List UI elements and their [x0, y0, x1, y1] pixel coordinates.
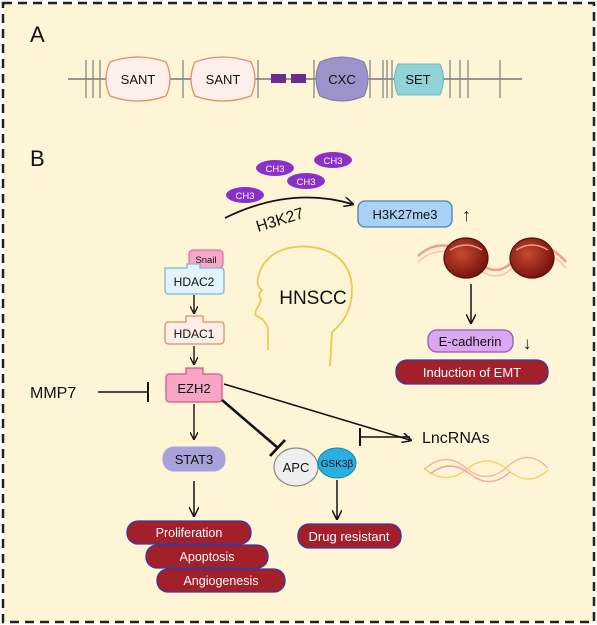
ch3-group-3: [287, 173, 325, 189]
apoptosis-node: [145, 544, 269, 569]
linker-box-1: [271, 74, 286, 83]
drug-resistant-node: [297, 523, 402, 549]
ch3-group-4-label: CH3: [323, 156, 342, 167]
hdac2-label: HDAC2: [174, 275, 215, 289]
snail-label: Snail: [195, 255, 216, 266]
hdac1-node: [164, 315, 225, 345]
nucleosome-pair: [417, 237, 567, 279]
ch3-group-2-label: CH3: [265, 164, 284, 175]
hdac1-label: HDAC1: [174, 327, 215, 341]
ezh2-label: EZH2: [177, 381, 210, 396]
gsk3b-label: GSK3β: [321, 459, 354, 470]
cxc-domain-label: CXC: [328, 72, 355, 87]
sant-domain-1: [105, 56, 171, 102]
gsk3b-node: [317, 447, 357, 479]
ch3-group-3-label: CH3: [296, 177, 315, 188]
ch3-group-4: [314, 152, 352, 168]
panel-a-label: A: [30, 22, 45, 47]
apc-label: APC: [283, 460, 310, 475]
drug-resistant-label: Drug resistant: [309, 529, 390, 544]
methylation-arrow: [224, 196, 352, 219]
ch3-group-1: [226, 187, 264, 203]
angiogenesis-label: Angiogenesis: [183, 574, 258, 588]
sant-domain-2-label: SANT: [206, 72, 241, 87]
sant-domain-2: [190, 56, 256, 102]
apoptosis-label: Apoptosis: [180, 550, 235, 564]
domain-ticks: [85, 60, 501, 98]
emt-label: Induction of EMT: [423, 365, 521, 380]
ezh2-inhibits-apc-bar: [269, 439, 286, 457]
h3k27me3-up-arrow: ↑: [462, 205, 471, 225]
linker-box-2: [291, 74, 306, 83]
ecadherin-node: [427, 329, 514, 353]
proliferation-label: Proliferation: [156, 526, 223, 540]
mmp7-label: MMP7: [30, 385, 76, 402]
set-domain-label: SET: [405, 72, 430, 87]
sant-domain-1-label: SANT: [121, 72, 156, 87]
lncrnas-label: LncRNAs: [422, 430, 490, 447]
ezh2-to-lncrnas-arrow: [223, 383, 410, 440]
proliferation-node: [126, 520, 252, 545]
h3k27me3-node: [357, 200, 453, 228]
ezh2-inhibits-apc-line: [221, 399, 279, 449]
stat3-node: [162, 446, 226, 472]
angiogenesis-node: [156, 568, 286, 593]
ch3-group-1-label: CH3: [235, 191, 254, 202]
ch3-group-2: [256, 160, 294, 176]
ecadherin-down-arrow: ↓: [523, 334, 532, 353]
hnscc-label: HNSCC: [279, 288, 347, 309]
ecadherin-label: E-cadherin: [439, 334, 502, 349]
ezh2-node: [165, 367, 223, 403]
set-domain: [394, 63, 444, 96]
hdac2-node: [164, 263, 225, 295]
h3k27me3-label: H3K27me3: [372, 207, 437, 222]
panel-b-label: B: [30, 146, 45, 171]
head-silhouette: [254, 245, 353, 367]
stat3-label: STAT3: [175, 452, 214, 467]
cxc-domain: [315, 56, 369, 102]
rna-wave-icon: [423, 456, 549, 483]
apc-node: [273, 447, 319, 487]
emt-node: [395, 359, 549, 385]
